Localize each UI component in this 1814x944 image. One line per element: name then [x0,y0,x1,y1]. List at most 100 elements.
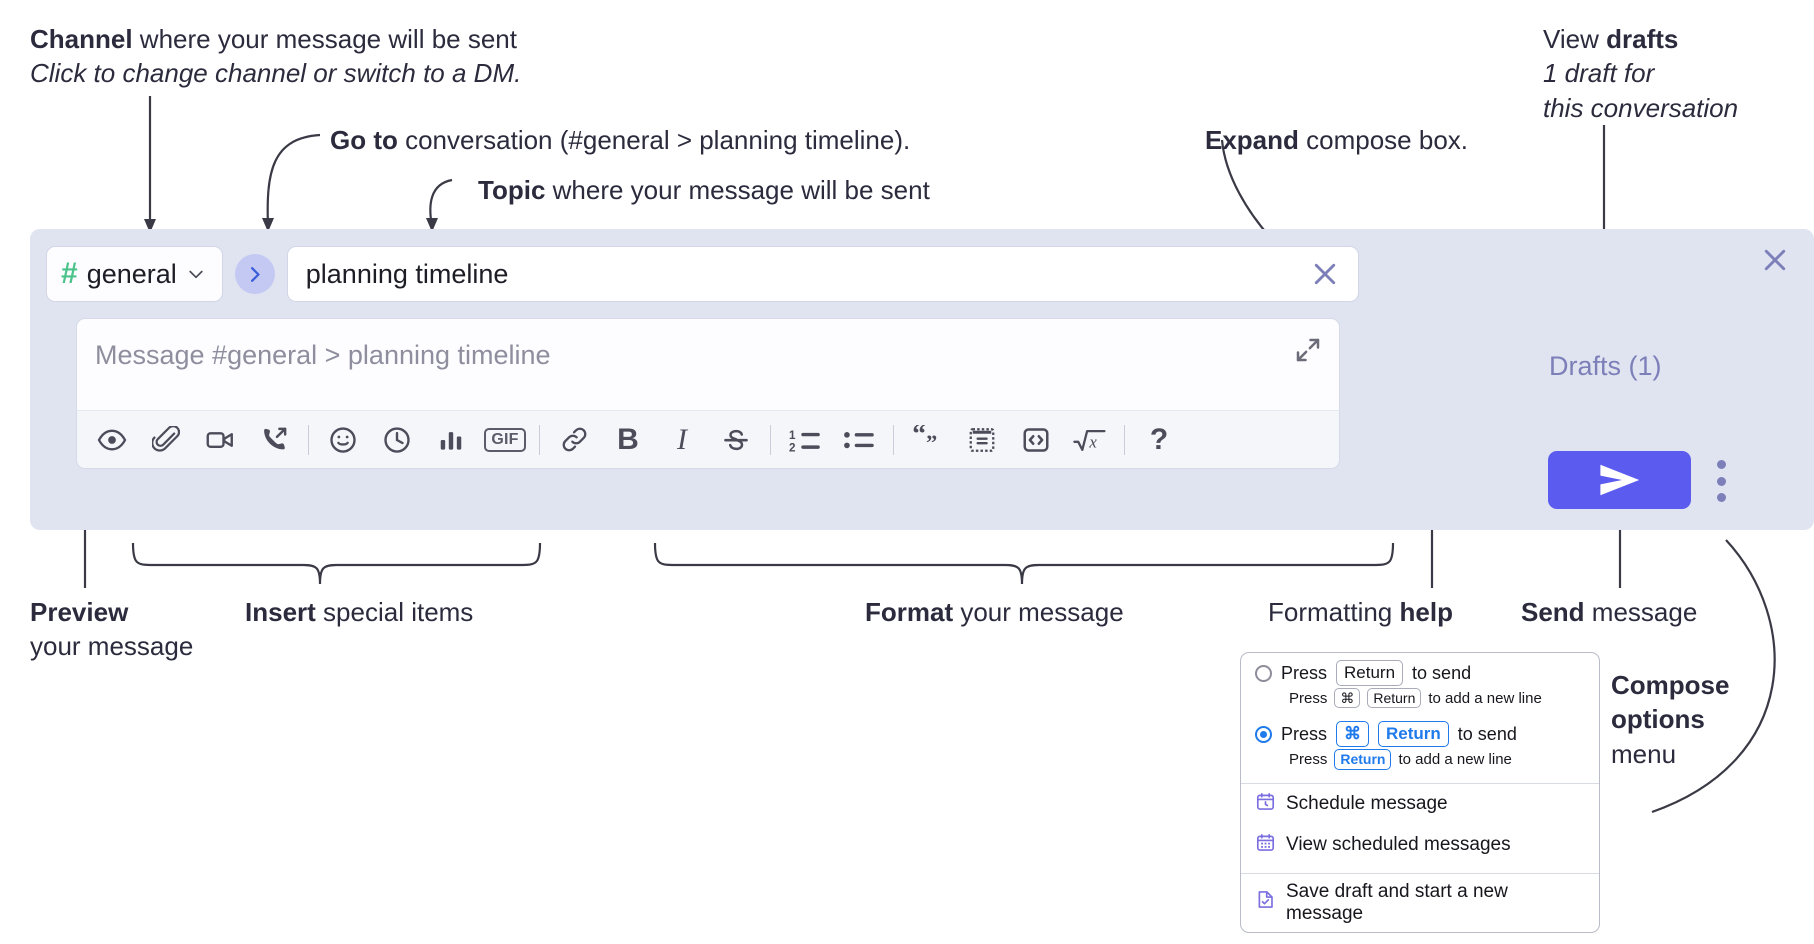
send-option-row-2[interactable]: Press ⌘ Return to send [1241,714,1599,748]
topic-field[interactable]: planning timeline [286,246,1359,302]
annotation-topic-rest: where your message will be sent [545,175,930,205]
menu-item-save-draft[interactable]: Save draft and start a new message [1241,874,1599,932]
menu-divider-2 [1241,872,1599,874]
menu-item-schedule-message[interactable]: Schedule message [1241,784,1599,825]
option1-sub-post: to add a new line [1428,689,1542,707]
svg-text:2: 2 [789,441,796,454]
annotation-drafts: View drafts 1 draft for this conversatio… [1543,22,1738,125]
hash-icon: # [61,257,78,290]
annotation-goto-rest: conversation (#general > planning timeli… [397,125,911,155]
compose-header-row: # general planning timeline [46,246,1359,302]
menu-item-view-scheduled[interactable]: View scheduled messages [1241,825,1599,866]
annotation-topic: Topic where your message will be sent [478,173,930,207]
annotation-drafts-bold: drafts [1606,24,1679,54]
option1-pre: Press [1281,662,1328,683]
formatting-toolbar: GIF B I 1 2 [77,410,1339,468]
annotation-insert-bold: Insert [245,597,316,627]
annotation-expand: Expand compose box. [1205,123,1468,157]
option1-key-return: Return [1336,660,1404,687]
annotation-insert-rest: special items [315,597,474,627]
emoji-icon[interactable] [316,417,370,463]
code-block-icon[interactable] [955,417,1009,463]
svg-text:“: “ [912,425,926,449]
divider-4 [893,424,894,455]
message-input-box[interactable]: Message #general > planning timeline [76,318,1340,469]
divider-2 [539,424,540,455]
option2-post: to send [1457,723,1517,744]
go-to-conversation-button[interactable] [234,254,275,294]
annotation-format-bold: Format [865,597,954,627]
close-icon[interactable] [1760,245,1790,275]
huddle-icon[interactable] [247,417,301,463]
annotation-compose-options-l3: menu [1611,738,1677,769]
annotation-compose-options-l1: Compose [1611,670,1730,700]
blockquote-icon[interactable]: “ ” [901,417,955,463]
preview-icon[interactable] [85,417,139,463]
annotation-preview-sub: your message [30,631,194,662]
kebab-dot-3 [1716,493,1726,502]
compose-options-menu: Press Return to send Press ⌘ Return to a… [1240,652,1600,933]
channel-selector[interactable]: # general [46,246,223,302]
annotation-channel-bold: Channel [30,24,133,54]
chevron-right-icon [251,266,260,282]
chevron-down-icon [186,264,206,284]
gif-icon[interactable]: GIF [478,417,532,463]
divider-3 [770,424,771,455]
ordered-list-icon[interactable]: 1 2 [778,417,832,463]
help-icon[interactable]: ? [1132,417,1186,463]
send-option-row-1[interactable]: Press Return to send [1241,653,1599,687]
menu-item-label: Schedule message [1286,793,1448,815]
annotation-topic-bold: Topic [478,175,546,205]
send-button[interactable] [1548,451,1691,509]
italic-icon[interactable]: I [655,417,709,463]
annotation-goto-bold: Go to [330,125,398,155]
annotation-drafts-pre: View [1543,24,1607,54]
document-check-icon [1255,889,1276,916]
annotation-compose-options: Compose options menu [1611,668,1729,771]
calendar-grid-icon [1255,832,1276,859]
option2-key-cmd: ⌘ [1336,721,1370,748]
bold-icon[interactable]: B [601,417,655,463]
annotation-insert: Insert special items [245,595,473,629]
clear-topic-icon[interactable] [1310,259,1340,289]
annotation-drafts-sub2: this conversation [1543,92,1739,123]
bold-label: B [617,422,639,456]
annotation-preview: Preview your message [30,595,193,664]
annotation-channel-rest: where your message will be sent [132,24,517,54]
svg-text:x: x [1088,432,1097,451]
attachment-icon[interactable] [139,417,193,463]
option2-sub-key-return: Return [1334,749,1392,770]
link-icon[interactable] [547,417,601,463]
video-icon[interactable] [193,417,247,463]
annotation-format: Format your message [865,595,1124,629]
kebab-dot-1 [1716,460,1726,469]
channel-name: general [86,258,177,289]
menu-item-label: Save draft and start a new message [1286,880,1508,924]
calendar-clock-icon [1255,791,1276,818]
annotation-expand-bold: Expand [1205,125,1299,155]
compose-options-button[interactable] [1710,460,1732,502]
annotation-goto: Go to conversation (#general > planning … [330,123,910,157]
poll-icon[interactable] [424,417,478,463]
menu-divider-1 [1241,782,1599,784]
bulleted-list-icon[interactable] [832,417,886,463]
divider-5 [1124,424,1125,455]
expand-icon[interactable] [1293,335,1323,365]
annotation-send-rest: message [1584,597,1698,627]
italic-label: I [677,422,687,456]
radio-return-to-send[interactable] [1255,664,1272,682]
svg-text:”: ” [926,430,937,455]
inline-code-icon[interactable] [1009,417,1063,463]
strikethrough-icon[interactable] [709,417,763,463]
annotation-help: Formatting help [1268,595,1453,629]
compose-panel: # general planning timeline Message #gen… [30,229,1814,530]
annotation-preview-bold: Preview [30,597,129,627]
send-option-sub-1: Press ⌘ Return to add a new line [1241,687,1599,714]
option2-key-return: Return [1378,721,1449,748]
option1-sub-key-return: Return [1367,688,1422,709]
drafts-link[interactable]: Drafts (1) [1549,351,1662,381]
math-icon[interactable]: x [1063,417,1117,463]
annotation-channel-sub: Click to change channel or switch to a D… [30,58,522,89]
clock-icon[interactable] [370,417,424,463]
radio-cmd-return-to-send[interactable] [1255,725,1272,743]
